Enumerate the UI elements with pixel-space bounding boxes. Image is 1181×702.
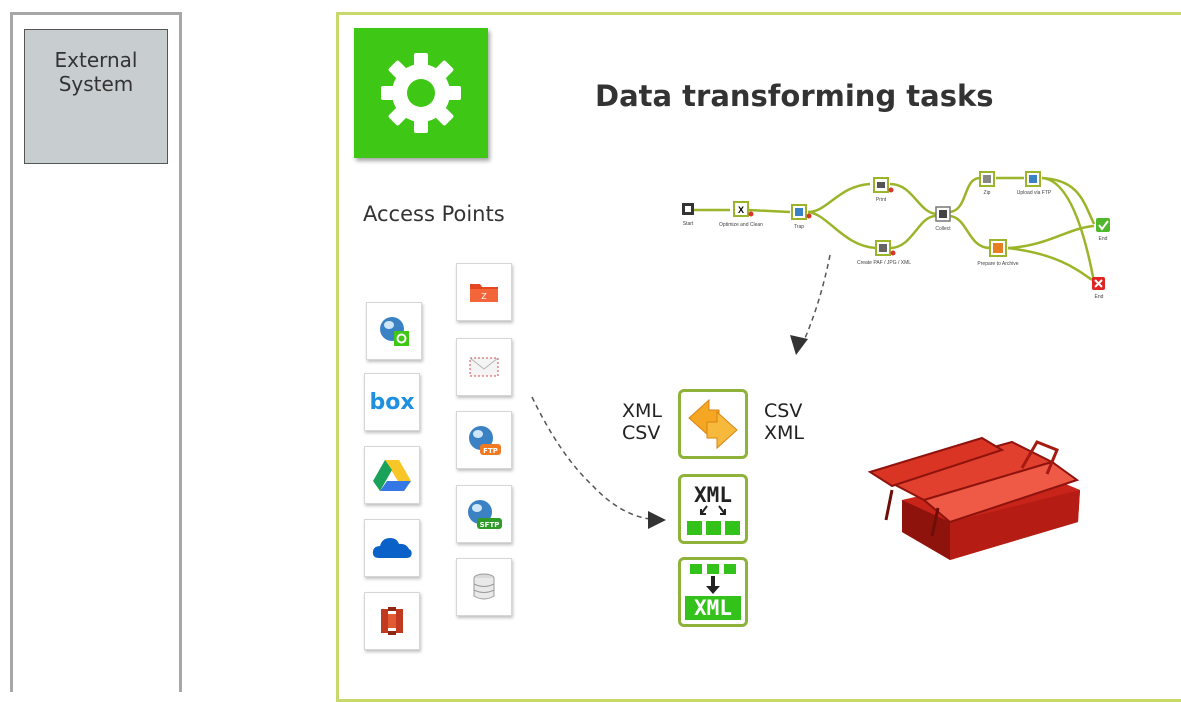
node-archive: Prepare to Archive: [977, 239, 1019, 267]
output-format-1: CSV: [764, 400, 803, 422]
svg-text:box: box: [369, 390, 414, 414]
mail-tile[interactable]: [456, 338, 512, 396]
workflow-arrowhead: [790, 335, 808, 355]
output-formats: CSV XML: [764, 400, 804, 444]
svg-text:End: End: [1099, 236, 1108, 242]
convert-tile[interactable]: [678, 389, 748, 459]
gear-icon: [381, 53, 461, 133]
swap-arrows-icon: [688, 398, 738, 450]
onedrive-cloud-icon: [372, 538, 412, 558]
sftp-tile[interactable]: SFTP: [456, 485, 512, 543]
google-drive-icon: [373, 460, 411, 491]
globe-sftp-icon: SFTP: [468, 500, 502, 529]
svg-text:Z: Z: [481, 292, 487, 301]
external-system-label-line2: System: [58, 71, 134, 96]
globe-settings-tile[interactable]: [366, 302, 422, 360]
xml-split-label: XML: [694, 483, 732, 507]
access-to-xml-arrow: [531, 396, 651, 520]
node-print: Print: [873, 177, 894, 203]
onedrive-tile[interactable]: [364, 519, 420, 577]
database-tile[interactable]: [456, 558, 512, 616]
google-drive-tile[interactable]: [364, 446, 420, 504]
mail-envelope-icon: [469, 357, 499, 377]
red-toolbox-image: [867, 436, 1080, 560]
flow-arrows: [531, 254, 831, 529]
workflow-nodes: Start X Optimize and Clean Trap Print Cr…: [682, 171, 1110, 300]
svg-text:Optimize and Clean: Optimize and Clean: [719, 222, 763, 228]
workflow-diagram: Start X Optimize and Clean Trap Print Cr…: [682, 171, 1110, 300]
svg-text:SFTP: SFTP: [480, 521, 500, 529]
output-format-2: XML: [764, 422, 804, 444]
input-formats: XML CSV: [622, 400, 662, 444]
page-title: Data transforming tasks: [595, 79, 994, 113]
node-upload: Upload via FTP: [1017, 171, 1052, 196]
zip-folder-icon: Z: [470, 284, 498, 302]
svg-text:Prepare to Archive: Prepare to Archive: [977, 261, 1018, 267]
svg-text:End: End: [1095, 294, 1104, 300]
node-zip: Zip: [979, 171, 995, 196]
svg-text:Upload via FTP: Upload via FTP: [1017, 190, 1052, 196]
input-format-2: CSV: [622, 422, 661, 444]
ftp-tile[interactable]: FTP: [456, 411, 512, 469]
workflow-to-tools-arrow: [801, 254, 831, 346]
amazon-s3-icon: [381, 607, 403, 635]
gear-tile: [354, 28, 488, 158]
node-end-success: End: [1096, 218, 1110, 242]
external-system-box[interactable]: External System: [24, 29, 168, 164]
node-create: Create PAF / JPG / XML: [857, 240, 911, 266]
svg-text:Print: Print: [876, 197, 887, 203]
node-end-error: End: [1092, 277, 1105, 300]
svg-text:Collect: Collect: [935, 226, 951, 232]
xml-arrowhead: [648, 511, 666, 529]
xml-merge-tile[interactable]: XML: [678, 557, 748, 627]
xml-split-tile[interactable]: XML: [678, 474, 748, 544]
svg-text:Trap: Trap: [794, 224, 804, 230]
xml-merge-icon: XML: [685, 564, 741, 620]
box-logo: box: [369, 390, 414, 414]
xml-merge-label: XML: [694, 596, 732, 620]
database-icon: [473, 573, 495, 600]
globe-settings-icon: [380, 317, 409, 346]
svg-text:Zip: Zip: [984, 190, 991, 196]
node-collect: Collect: [935, 206, 951, 232]
amazon-s3-tile[interactable]: [364, 592, 420, 650]
node-trap: Trap: [791, 204, 812, 230]
node-start: Start: [682, 203, 694, 227]
svg-text:X: X: [738, 205, 744, 215]
input-format-1: XML: [622, 400, 662, 422]
xml-split-icon: XML: [687, 483, 740, 535]
globe-ftp-icon: FTP: [469, 426, 501, 455]
svg-text:FTP: FTP: [483, 447, 498, 455]
box-tile[interactable]: box: [364, 373, 420, 431]
access-points-title: Access Points: [363, 202, 505, 226]
svg-text:Start: Start: [683, 221, 694, 227]
external-system-label-line1: External: [54, 47, 138, 72]
node-optimize: X Optimize and Clean: [719, 201, 763, 228]
svg-text:Create PAF / JPG / XML: Create PAF / JPG / XML: [857, 260, 911, 266]
external-system-panel: [10, 12, 182, 692]
zip-folder-tile[interactable]: Z: [456, 263, 512, 321]
